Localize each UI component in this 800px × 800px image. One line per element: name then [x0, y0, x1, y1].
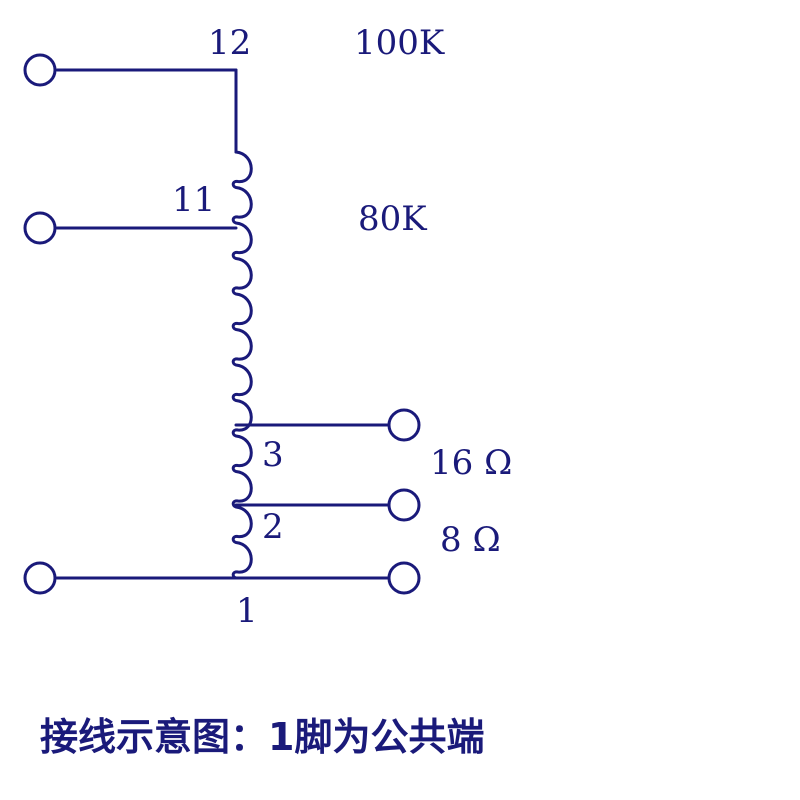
pin-3-label: 3 [262, 435, 284, 475]
pin-12-label: 12 [208, 23, 252, 63]
pin-2-label: 2 [262, 507, 284, 547]
terminal-pin-11 [23, 211, 57, 245]
terminal-pin-12 [23, 53, 57, 87]
transformer-coil [231, 150, 253, 580]
terminal-pin-1-left [23, 561, 57, 595]
terminal-8-ohm [387, 488, 421, 522]
diagram-caption: 接线示意图：1脚为公共端 [40, 715, 485, 759]
impedance-100k-label: 100K [354, 23, 445, 63]
impedance-80k-label: 80K [358, 199, 427, 239]
impedance-16-ohm-label: 16 Ω [430, 443, 513, 483]
terminal-16-ohm [387, 408, 421, 442]
terminal-pin-1-right [387, 561, 421, 595]
pin-1-label: 1 [236, 591, 258, 631]
pin-11-label: 11 [172, 180, 216, 220]
impedance-8-ohm-label: 8 Ω [440, 520, 501, 560]
